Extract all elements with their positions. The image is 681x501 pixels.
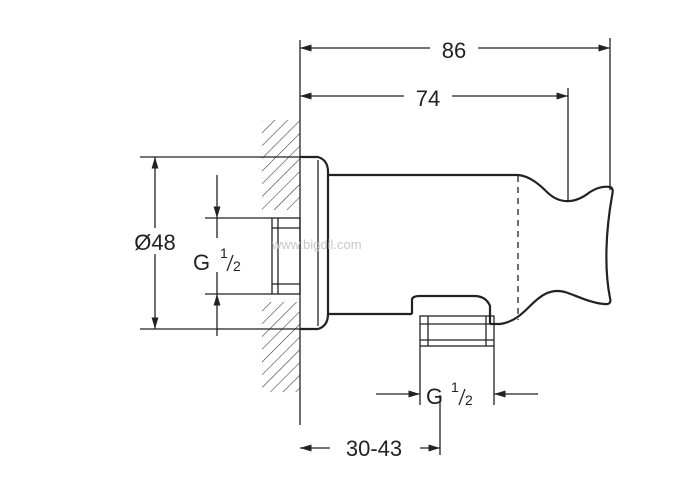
dimension-wall-range: 30-43 xyxy=(300,395,441,461)
watermark-text: www.bigdil.com xyxy=(271,237,362,252)
thread-bottom-numerator: 1 xyxy=(451,379,459,395)
dimension-body-length: 74 xyxy=(300,86,569,200)
thread-left-letter: G xyxy=(193,250,210,275)
wall-section xyxy=(262,40,301,425)
thread-left-denominator: 2 xyxy=(233,258,241,274)
dimension-thread-left: G 1 2 xyxy=(193,175,272,336)
dim-30-43-label: 30-43 xyxy=(346,436,402,461)
outlet-thread xyxy=(419,315,495,347)
thread-bottom-denominator: 2 xyxy=(465,392,473,408)
thread-left-numerator: 1 xyxy=(220,245,228,261)
dim-86-label: 86 xyxy=(442,38,466,63)
dimension-overall-length: 86 xyxy=(300,38,611,190)
thread-bottom-letter: G xyxy=(426,384,443,409)
dim-diameter-label: Ø48 xyxy=(134,230,176,255)
inlet-thread xyxy=(271,217,301,295)
dim-74-label: 74 xyxy=(416,86,440,111)
dimension-diameter: Ø48 xyxy=(128,156,300,330)
wall-flange xyxy=(300,155,330,331)
outlet-body xyxy=(328,173,614,326)
dimension-thread-bottom: G 1 2 xyxy=(376,346,538,409)
